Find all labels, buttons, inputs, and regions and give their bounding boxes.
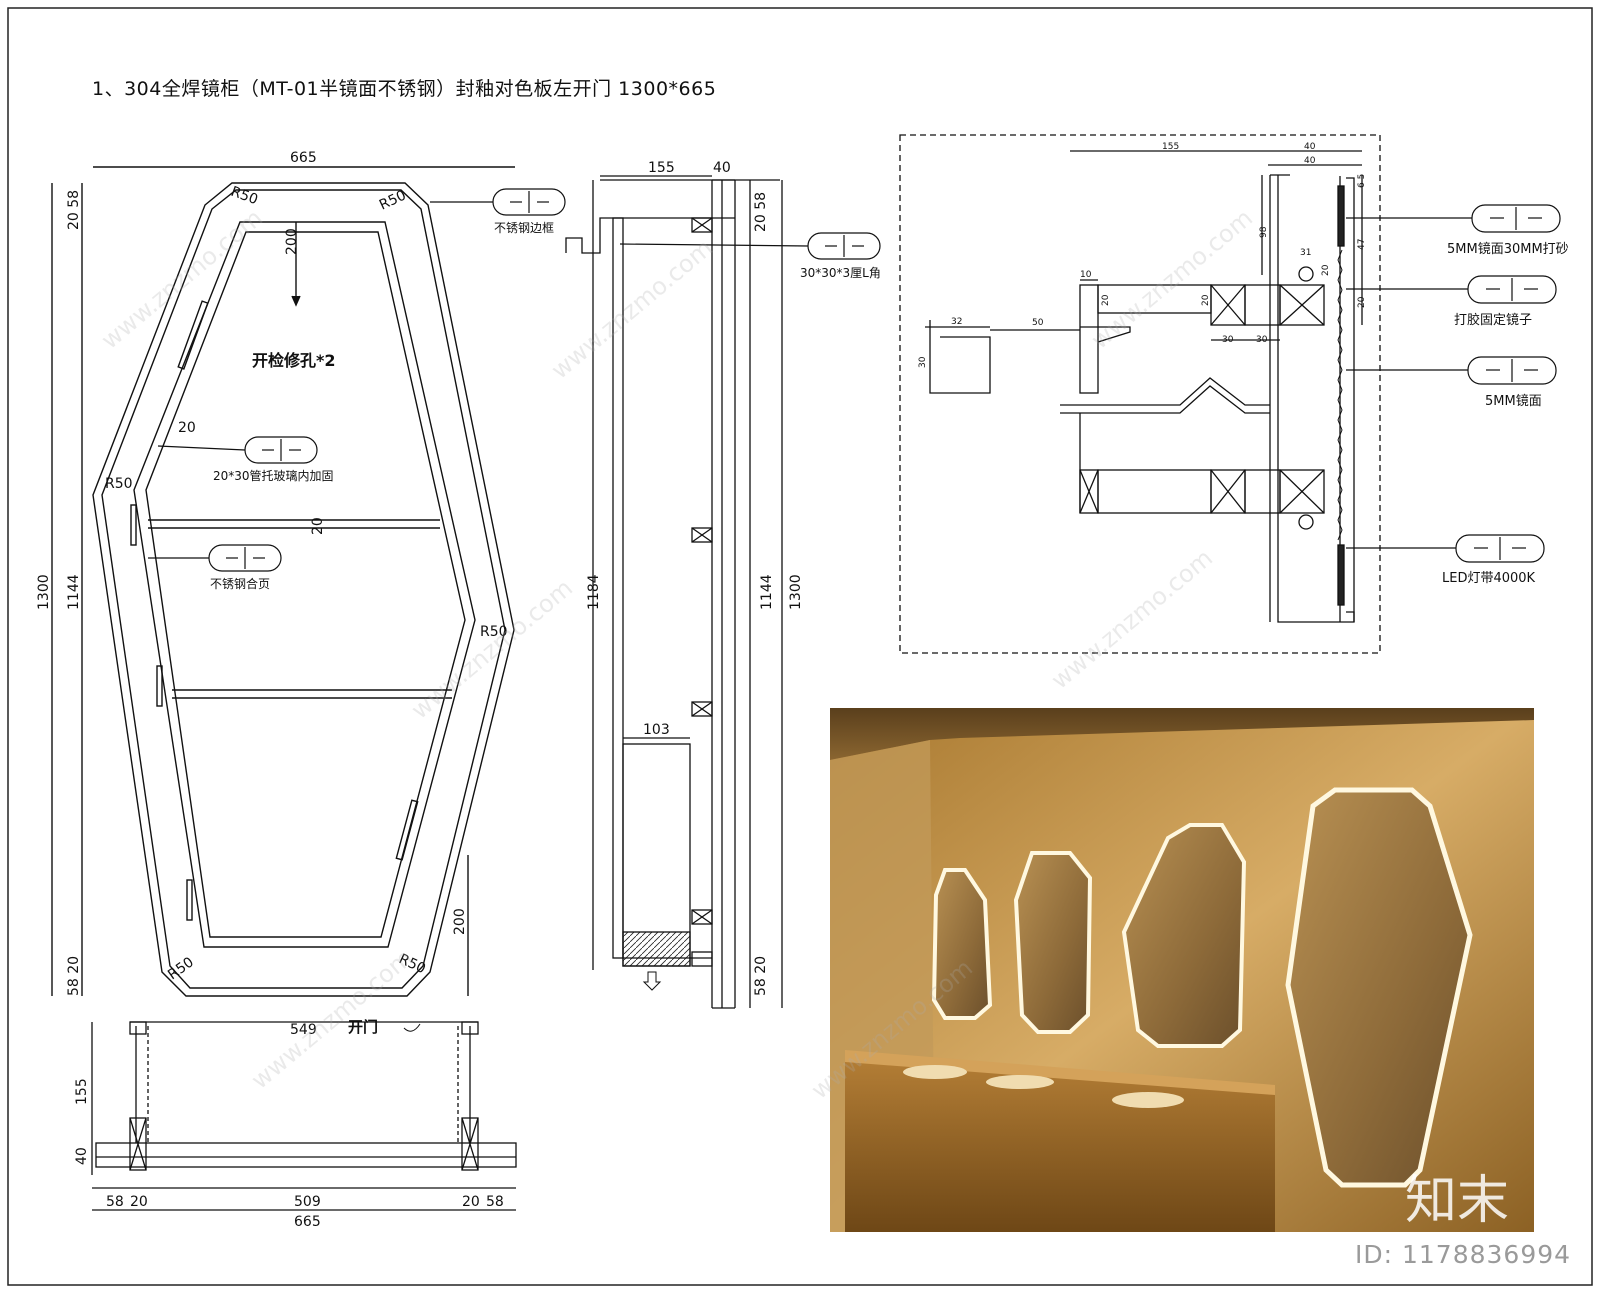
access-hole-1 <box>177 300 209 370</box>
detail-callout-mirror-sand: 5MM镜面30MM打砂 <box>1447 242 1569 257</box>
callout-angle-label: 30*30*3厘L角 <box>800 266 881 280</box>
watermark-4: www.znzmo.com <box>1086 204 1258 355</box>
drawing-title: 1、304全焊镜柜（MT-01半镜面不锈钢）封釉对色板左开门 1300*665 <box>92 78 717 100</box>
detail-40a: 40 <box>1304 142 1316 152</box>
callout-2-leader <box>157 445 246 451</box>
dim-200-bottom: 200 <box>452 908 468 935</box>
dim-1300: 1300 <box>36 574 52 610</box>
detail-callout-mirror: 5MM镜面 <box>1485 394 1542 409</box>
callout-tube-label: 20*30管托玻璃内加固 <box>213 468 334 483</box>
hinge-1 <box>130 504 137 546</box>
arrow-head <box>291 295 301 307</box>
outer-frame <box>92 182 515 997</box>
dim-1144: 1144 <box>66 574 82 610</box>
detail-20b: 20 <box>1201 294 1211 306</box>
plan-40: 40 <box>74 1147 90 1165</box>
radius-2: R50 <box>377 187 409 213</box>
detail-text: 155 40 40 32 50 30 10 20 20 30 30 31 20 … <box>918 142 1367 368</box>
inner-frame <box>133 221 476 948</box>
detail-30b: 30 <box>1256 335 1268 345</box>
radius-3: R50 <box>105 476 133 492</box>
callout-4-leader <box>619 243 809 247</box>
detail-6-5: 6 5 <box>1357 174 1367 188</box>
side-dim-top: 20 58 <box>753 192 769 232</box>
plan-dim-58a: 58 <box>106 1194 124 1210</box>
hinge-2 <box>156 665 163 707</box>
detail-40b: 40 <box>1304 156 1316 166</box>
detail-20d: 20 <box>1357 296 1367 308</box>
radius-1: R50 <box>229 184 260 208</box>
plan-dim-20b: 20 <box>462 1194 480 1210</box>
callout-bubbles <box>148 188 881 572</box>
dim-665: 665 <box>290 150 317 166</box>
plan-view-text: 549 155 40 58 20 509 20 58 665 <box>74 1022 504 1230</box>
photo-mirror-2 <box>1013 851 1093 1034</box>
watermark-1: www.znzmo.com <box>96 204 268 355</box>
plan-total-665: 665 <box>294 1214 321 1230</box>
plan-dim-509: 509 <box>294 1194 321 1210</box>
watermark-6: www.znzmo.com <box>246 944 418 1095</box>
watermark-logo: 知末 <box>1405 1171 1510 1231</box>
access-hole-2 <box>395 799 419 861</box>
detail-20c: 20 <box>1321 264 1331 276</box>
sheet-border <box>7 7 1593 1286</box>
dim-20: 20 <box>178 420 196 436</box>
access-hole-label: 开检修孔*2 <box>252 351 336 370</box>
callout-labels: 不锈钢边框 20*30管托玻璃内加固 不锈钢合页 30*30*3厘L角 <box>210 221 881 591</box>
plan-view <box>91 1021 517 1211</box>
detail-callouts <box>1346 204 1561 563</box>
reference-photo <box>830 708 1534 1232</box>
side-view-text: 155 40 1184 1144 1300 20 58 58 20 103 <box>586 160 804 996</box>
plan-549: 549 <box>290 1022 317 1038</box>
front-view <box>51 166 515 997</box>
dim-200-top: 200 <box>284 228 300 255</box>
dim-20-58-top: 20 58 <box>66 190 82 230</box>
detail-callout-led: LED灯带4000K <box>1442 571 1536 586</box>
plan-dim-20a: 20 <box>130 1194 148 1210</box>
detail-20a: 20 <box>1101 294 1111 306</box>
watermark-2: www.znzmo.com <box>546 234 718 385</box>
detail-callout-glue: 打胶固定镜子 <box>1454 312 1532 328</box>
inner-frame-2 <box>145 231 466 938</box>
watermark-id: ID: 1178836994 <box>1355 1240 1572 1269</box>
side-1144: 1144 <box>759 574 775 610</box>
callout-marks <box>226 191 864 569</box>
detail-98: 98 <box>1259 226 1269 238</box>
plan-155: 155 <box>74 1078 90 1105</box>
detail-callout-text: 5MM镜面30MM打砂 打胶固定镜子 5MM镜面 LED灯带4000K <box>1442 242 1569 586</box>
watermark-5: www.znzmo.com <box>1046 544 1218 695</box>
detail-10: 10 <box>1080 270 1092 280</box>
radius-4: R50 <box>480 624 508 640</box>
detail-30-left: 30 <box>918 356 928 368</box>
detail-47: 47 <box>1357 239 1367 250</box>
outer-frame-2 <box>101 189 506 989</box>
plan-dim-58b: 58 <box>486 1194 504 1210</box>
detail-31: 31 <box>1300 248 1311 258</box>
detail-box <box>899 134 1381 654</box>
dim-20-shelf: 20 <box>310 517 326 535</box>
callout-hinge-label: 不锈钢合页 <box>210 576 270 591</box>
detail-32: 32 <box>951 317 962 327</box>
hinge-3 <box>186 879 193 921</box>
detail-drawing <box>925 150 1363 623</box>
side-box-width: 103 <box>643 722 670 738</box>
photo-mirror-4 <box>1285 787 1473 1188</box>
open-door-label: 开门 <box>348 1018 378 1036</box>
callout-frame-label: 不锈钢边框 <box>494 221 554 235</box>
detail-callout-marks <box>1474 207 1542 560</box>
photo-mirror-1 <box>931 868 993 1020</box>
watermark-3: www.znzmo.com <box>406 574 578 725</box>
photo-mirror-3 <box>1121 823 1247 1048</box>
side-1300: 1300 <box>788 574 804 610</box>
side-depth: 155 <box>648 160 675 176</box>
detail-50: 50 <box>1032 318 1044 328</box>
side-view <box>565 175 783 1009</box>
detail-155: 155 <box>1162 142 1179 152</box>
detail-30a: 30 <box>1222 335 1234 345</box>
dim-58-20-bottom: 58 20 <box>66 956 82 996</box>
side-1184: 1184 <box>586 574 602 610</box>
side-dim-bottom: 58 20 <box>753 956 769 996</box>
side-front: 40 <box>713 160 731 176</box>
